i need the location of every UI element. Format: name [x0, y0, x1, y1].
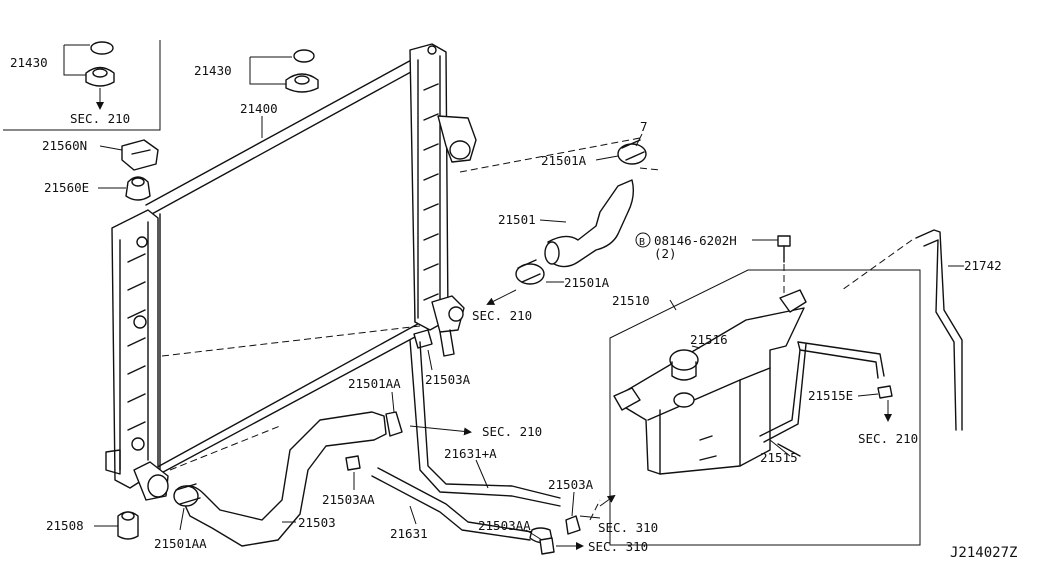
inset-box [3, 40, 161, 131]
upper-hose-21501 [539, 179, 635, 268]
hose-21631a [409, 339, 561, 507]
radiator-cap-inset [85, 66, 115, 87]
label-21631a: 21631+A [444, 446, 497, 461]
label-21560e: 21560E [44, 180, 89, 195]
hose-clamp-21503aa-low [525, 529, 584, 555]
label-21503a-low: 21503A [548, 477, 594, 492]
hose-clamp-21501aa-mid [385, 391, 472, 437]
label-21400: 21400 [240, 101, 278, 116]
label-21501aa-low: 21501AA [154, 536, 207, 551]
label-21501a-mid: 21501A [564, 275, 610, 290]
label-bolt-qty: (2) [654, 246, 677, 261]
label-21503: 21503 [298, 515, 336, 530]
label-21515e: 21515E [808, 388, 853, 403]
label-sec210-upper: SEC. 210 [472, 308, 532, 323]
label-21430: 21430 [194, 63, 232, 78]
label-21631: 21631 [390, 526, 428, 541]
label-bolt-b: B [639, 237, 645, 248]
hose-clamp-21503a-low [565, 491, 616, 535]
radiator-cap [249, 49, 319, 93]
hose-clamp-21503aa-mid [345, 455, 361, 490]
overflow-hose-21742 [841, 229, 964, 431]
label-sec210-tank: SEC. 210 [858, 431, 918, 446]
label-sec210-lower: SEC. 210 [482, 424, 542, 439]
label-21503aa-mid: 21503AA [322, 492, 375, 507]
label-21430-inset: 21430 [10, 55, 48, 70]
label-21503a-mid: 21503A [425, 372, 471, 387]
mount-insulator-21508 [94, 511, 139, 540]
label-21560n: 21560N [42, 138, 87, 153]
label-21515: 21515 [760, 450, 798, 465]
label-sec310-b: SEC. 310 [588, 539, 648, 554]
hose-clamp-21501a-top [595, 133, 647, 165]
hose-clamp-21501a-mid [515, 259, 564, 285]
label-sec210-inset: SEC. 210 [70, 111, 130, 126]
mount-insulator-21560e [98, 176, 151, 201]
label-21503aa-low: 21503AA [478, 518, 531, 533]
label-sec310-a: SEC. 310 [598, 520, 658, 535]
label-21510: 21510 [612, 293, 650, 308]
label-21742: 21742 [964, 258, 1002, 273]
reservoir-tank-box [609, 269, 921, 546]
label-21516: 21516 [690, 332, 728, 347]
hose-clamp-21515e [857, 385, 893, 422]
label-7: 7 [640, 119, 648, 134]
reservoir-hose-21515 [759, 341, 885, 457]
mount-bracket-21560n [99, 139, 159, 171]
hose-clamp-21503a-mid [413, 329, 433, 371]
diagram-id: J214027Z [950, 545, 1017, 561]
label-21501aa-mid: 21501AA [348, 376, 401, 391]
label-21501: 21501 [498, 212, 536, 227]
label-bolt-part: 08146-6202H [654, 233, 737, 248]
radiator [105, 43, 477, 501]
hose-clamp-21501aa-low [173, 483, 201, 531]
label-21501a-top: 21501A [541, 153, 587, 168]
label-21508: 21508 [46, 518, 84, 533]
